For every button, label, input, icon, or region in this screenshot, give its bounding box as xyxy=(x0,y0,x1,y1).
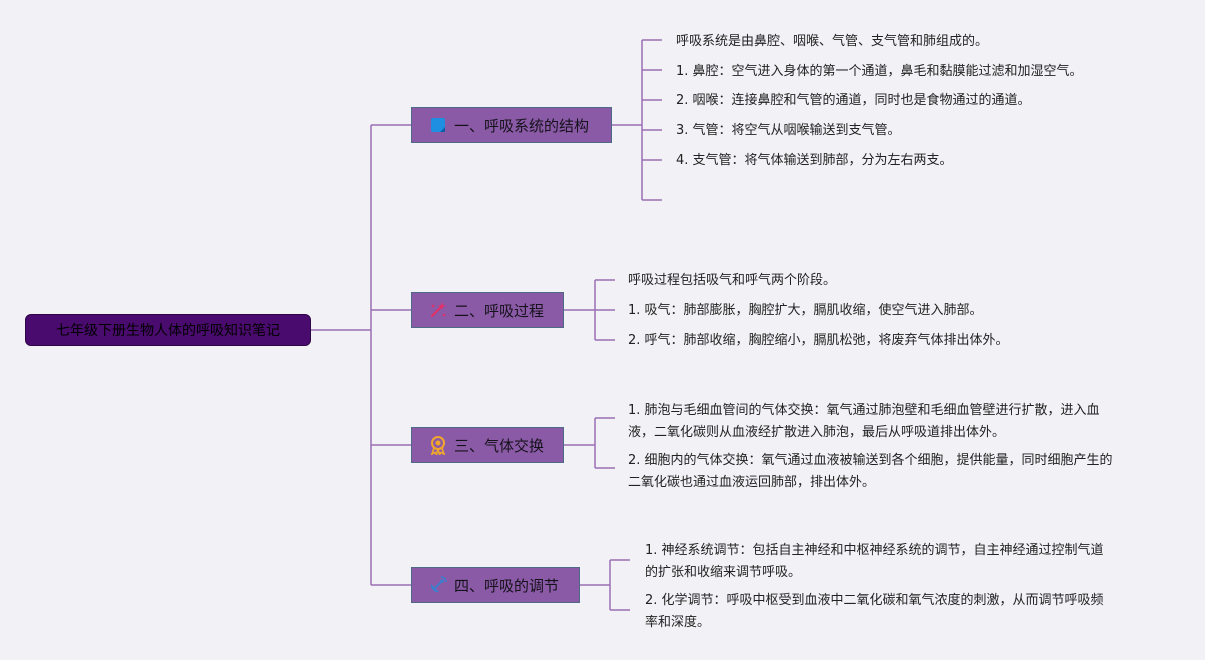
branch-label: 二、呼吸过程 xyxy=(454,301,545,320)
branch-label: 三、气体交换 xyxy=(454,436,545,455)
leaf-text: 2. 细胞内的气体交换：氧气通过血液被输送到各个细胞，提供能量，同时细胞产生的二… xyxy=(628,453,1113,490)
leaf-text: 1. 肺泡与毛细血管间的气体交换：氧气通过肺泡壁和毛细血管壁进行扩散，进入血液，… xyxy=(628,403,1100,440)
leaf-text: 2. 化学调节：呼吸中枢受到血液中二氧化碳和氧气浓度的刺激，从而调节呼吸频率和深… xyxy=(645,593,1104,630)
leaf-text: 2. 呼气：肺部收缩，胸腔缩小，膈肌松弛，将废弃气体排出体外。 xyxy=(628,333,1009,348)
leaf-text: 4. 支气管：将气体输送到肺部，分为左右两支。 xyxy=(676,153,953,168)
branch-process[interactable]: 二、呼吸过程 xyxy=(411,292,564,328)
blue-square-icon xyxy=(431,118,445,132)
branch-gas-exchange[interactable]: 三、气体交换 xyxy=(411,427,564,463)
branch-regulation[interactable]: 四、呼吸的调节 xyxy=(411,567,580,603)
leaf-text: 呼吸过程包括吸气和呼气两个阶段。 xyxy=(628,273,837,288)
award-badge-icon xyxy=(430,436,446,455)
leaf-text: 1. 鼻腔：空气进入身体的第一个通道，鼻毛和黏膜能过滤和加湿空气。 xyxy=(676,64,1083,79)
leaf-text: 3. 气管：将空气从咽喉输送到支气管。 xyxy=(676,123,901,138)
sparkle-wand-icon xyxy=(430,302,446,318)
leaf-text: 呼吸系统是由鼻腔、咽喉、气管、支气管和肺组成的。 xyxy=(676,34,989,49)
leaf-text: 1. 神经系统调节：包括自主神经和中枢神经系统的调节，自主神经通过控制气道的扩张… xyxy=(645,543,1104,580)
leaf-text: 1. 吸气：肺部膨胀，胸腔扩大，膈肌收缩，使空气进入肺部。 xyxy=(628,303,983,318)
root-node[interactable]: 七年级下册生物人体的呼吸知识笔记 xyxy=(25,314,311,346)
root-title: 七年级下册生物人体的呼吸知识笔记 xyxy=(56,323,280,339)
branch-label: 一、呼吸系统的结构 xyxy=(454,116,590,135)
leaf-text: 2. 咽喉：连接鼻腔和气管的通道，同时也是食物通过的通道。 xyxy=(676,93,1031,108)
branch-label: 四、呼吸的调节 xyxy=(454,576,560,595)
satellite-dish-icon xyxy=(430,576,447,593)
branch-structure[interactable]: 一、呼吸系统的结构 xyxy=(411,107,612,143)
